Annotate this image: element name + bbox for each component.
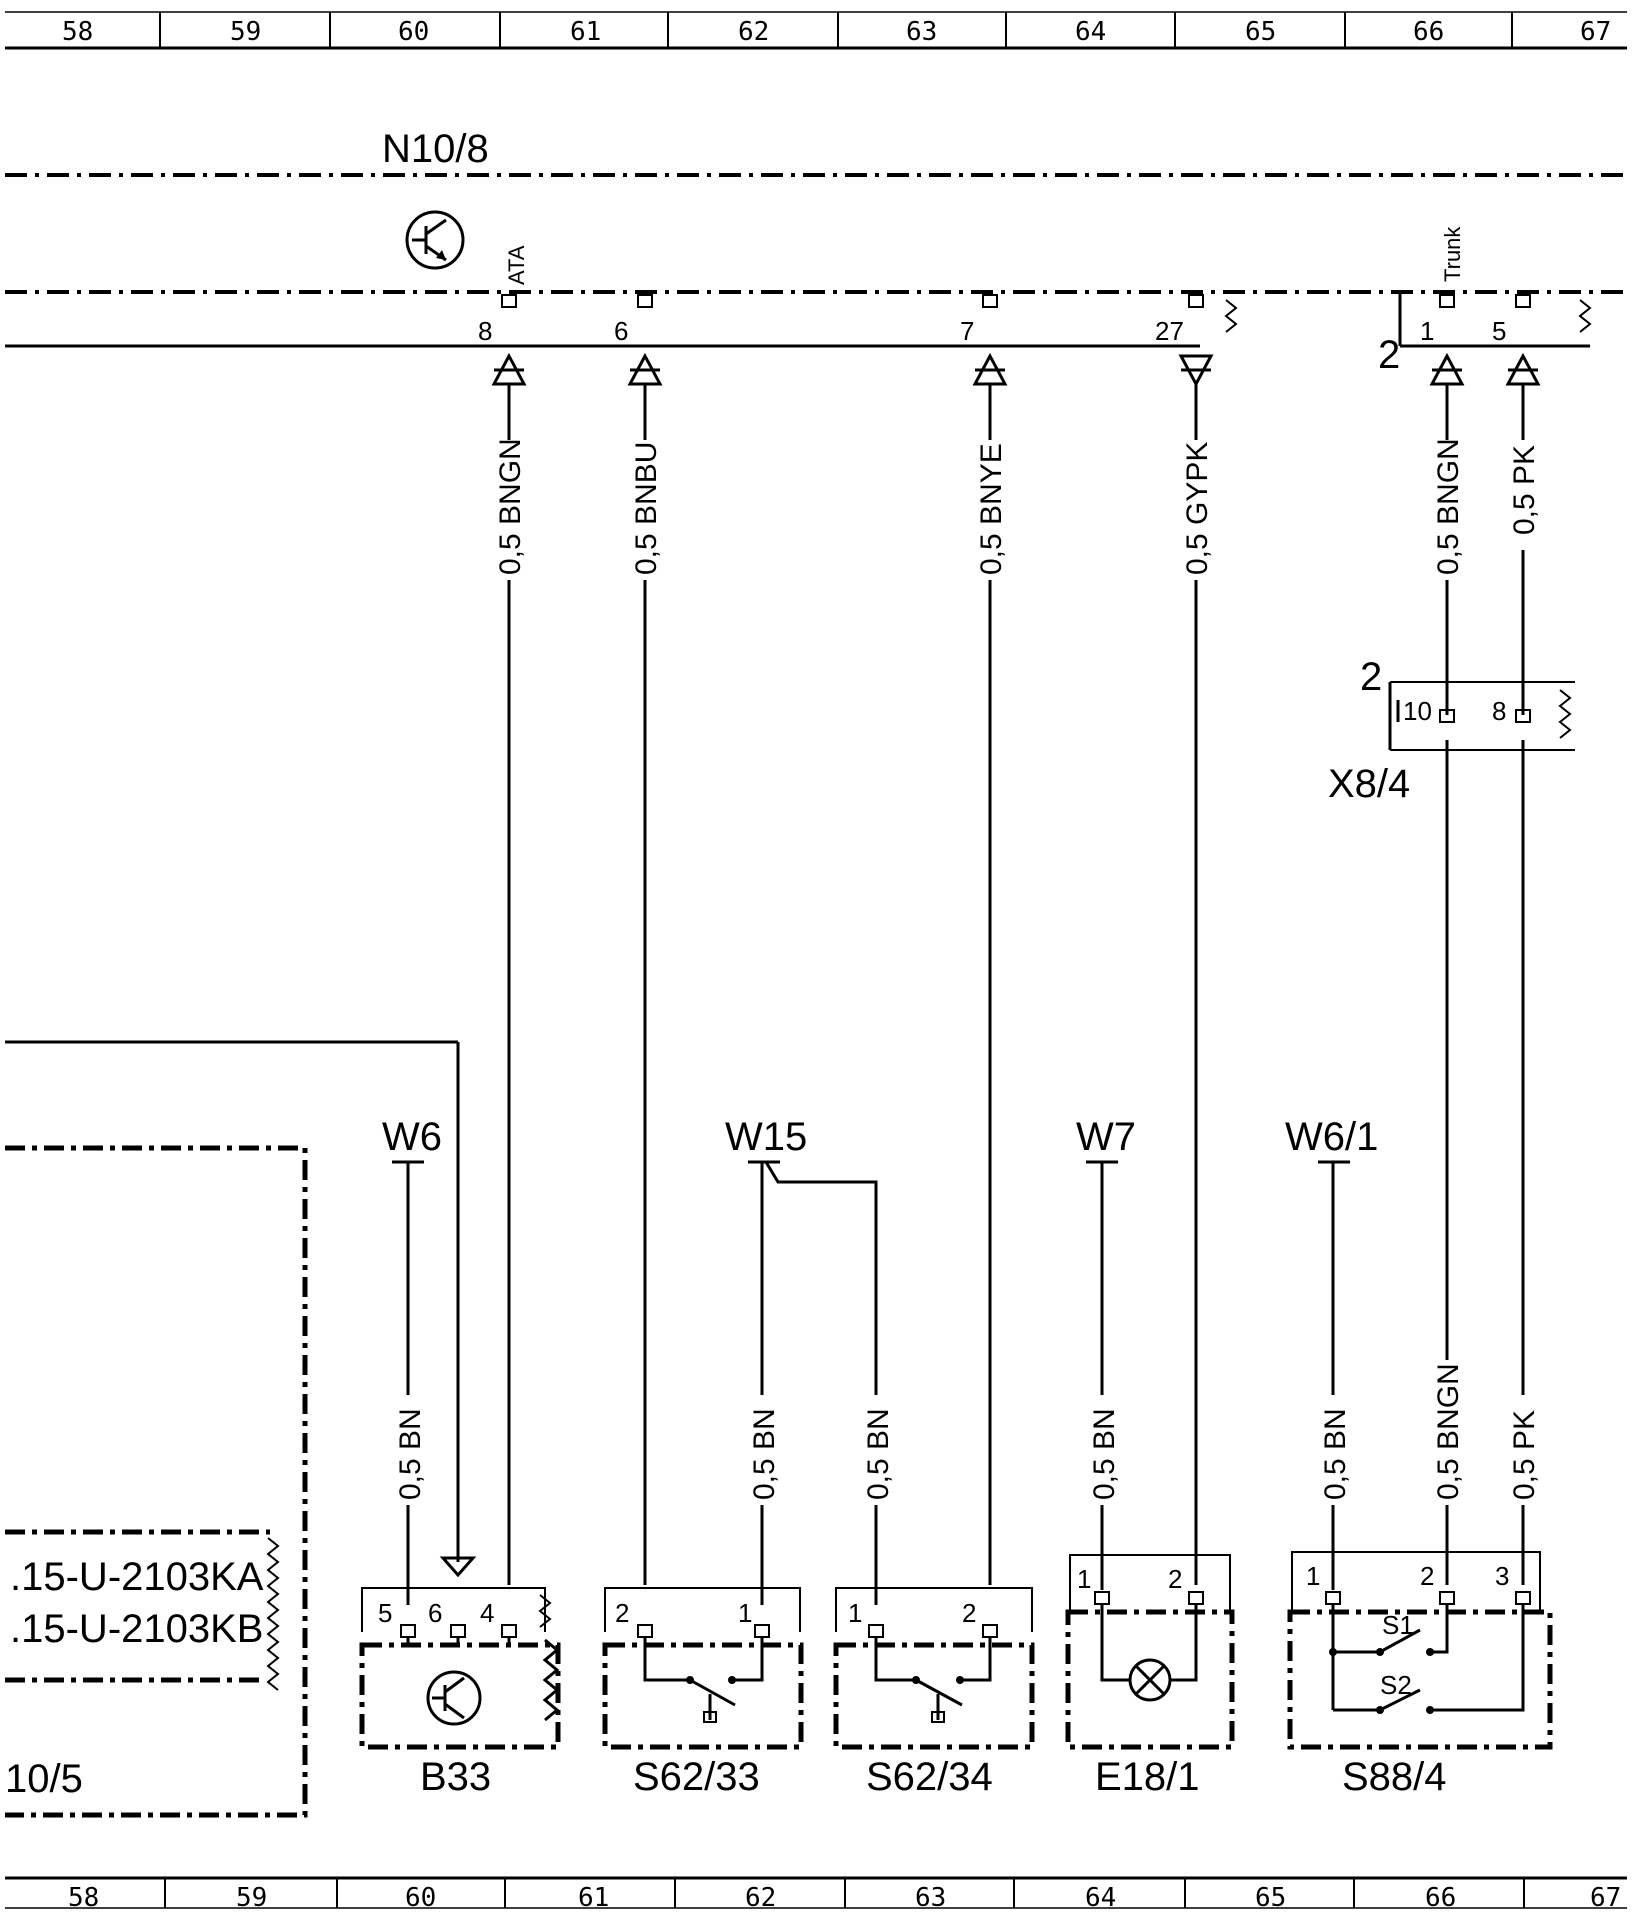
b33-pin-5: 5 [378,1598,392,1628]
s88-4-switch-s1: S1 [1382,1610,1414,1640]
bottom-ruler-63: 63 [915,1883,946,1913]
wire-label-bnbu: 0,5 BNBU [630,442,663,575]
top-ruler-65: 65 [1245,17,1276,47]
module-pin-terminals [501,294,1531,308]
component-s62-34: 1 2 S62/34 [833,1587,1035,1799]
ground-w7: W7 [1076,1115,1136,1159]
top-ruler-58: 58 [62,17,93,47]
top-ruler-60: 60 [398,17,429,47]
top-ruler-62: 62 [738,17,769,47]
wire-label-bn-w7: 0,5 BN [1088,1408,1121,1500]
squiggle-icon [1578,299,1592,333]
s88-4-pin-3: 3 [1495,1561,1509,1591]
s62-34-pin-2: 2 [962,1598,976,1628]
wire-label-bngn-2: 0,5 BNGN [1432,438,1465,575]
b33-name: B33 [420,1755,491,1799]
bottom-ruler-60: 60 [405,1883,436,1913]
left-box-line2: .15-U-2103KB [10,1607,263,1651]
wire-label-bnye: 0,5 BNYE [975,443,1008,575]
connector-x8-4-name: X8/4 [1328,762,1410,806]
ground-w15: W15 [725,1115,807,1159]
b33-pin-4: 4 [480,1598,494,1628]
s88-4-name: S88/4 [1342,1755,1447,1799]
wire-label-bngn-lower: 0,5 BNGN [1432,1363,1465,1500]
wire-label-bn-w15b: 0,5 BN [862,1408,895,1500]
squiggle-icon [1224,299,1238,333]
ground-w6-1: W6/1 [1285,1115,1378,1159]
s62-34-pin-1: 1 [848,1598,862,1628]
wire-label-pk-1: 0,5 PK [1508,445,1541,535]
top-ruler-64: 64 [1075,17,1106,47]
left-feed-wire [5,1040,477,1578]
module-pin-1: 1 [1420,316,1434,346]
transistor-icon [426,1670,482,1726]
wire-label-bn-w15a: 0,5 BN [748,1408,781,1500]
top-ruler-66: 66 [1413,17,1444,47]
module-name: N10/8 [382,127,489,171]
s88-4-pin-2: 2 [1420,1561,1434,1591]
wire-label-gypk: 0,5 GYPK [1181,442,1214,575]
s62-33-pin-2: 2 [615,1598,629,1628]
connector-x8-4: 2 10 8 X8/4 [1328,655,1575,806]
bottom-ruler-58: 58 [68,1883,99,1913]
ata-label: ATA [504,245,529,285]
top-ruler: 58 59 60 61 62 63 64 65 66 67 [5,11,1627,50]
module-pin-5: 5 [1492,316,1506,346]
bottom-ruler-66: 66 [1425,1883,1456,1913]
module-pin-6: 6 [614,316,628,346]
squiggle-icon [542,1638,560,1722]
wire-label-bngn-1: 0,5 BNGN [494,438,527,575]
component-e18-1: 1 2 E18/1 [1065,1554,1235,1799]
connector-x8-4-pin-8: 8 [1492,696,1506,726]
squiggle-icon [266,1537,280,1691]
module-n10-8: N10/8 ATA Trunk 8 6 7 27 [5,127,1627,377]
component-s62-33: 2 1 S62/33 [602,1587,804,1799]
connector-x8-4-pin-10: 10 [1403,696,1432,726]
top-ruler-63: 63 [906,17,937,47]
bottom-ruler-62: 62 [745,1883,776,1913]
left-component-box: .15-U-2103KA .15-U-2103KB 10/5 [5,1145,308,1818]
left-box-line1: .15-U-2103KA [10,1555,264,1599]
component-s88-4: 1 2 3 S1 S2 S88/4 [1287,1551,1553,1799]
module-pin-7: 7 [960,316,974,346]
bottom-ruler-65: 65 [1255,1883,1286,1913]
s62-33-pin-1: 1 [738,1598,752,1628]
s88-4-switch-s2: S2 [1380,1670,1412,1700]
bottom-ruler-59: 59 [236,1883,267,1913]
grounds: W6 W15 W7 W6/1 [382,1115,1378,1605]
ground-w6: W6 [382,1115,442,1159]
lamp-icon [1128,1658,1172,1702]
top-ruler-67: 67 [1580,17,1611,47]
bottom-ruler-61: 61 [578,1883,609,1913]
module-pin-8: 8 [478,316,492,346]
s62-34-name: S62/34 [866,1755,993,1799]
component-b33: 5 6 4 B33 [359,1587,561,1799]
ground-wire-labels: 0,5 BN 0,5 BN 0,5 BN 0,5 BN 0,5 BN 0,5 B… [390,1360,1542,1505]
squiggle-icon [1558,689,1572,739]
connector-x8-4-side: 2 [1360,655,1382,699]
bottom-ruler-64: 64 [1085,1883,1116,1913]
module-sub-connector: 2 [1378,333,1400,377]
wire-labels: 0,5 BNGN 0,5 BNBU 0,5 BNYE 0,5 GYPK 0,5 … [490,438,1542,580]
b33-pin-6: 6 [428,1598,442,1628]
left-box-label: 10/5 [5,1757,83,1801]
bottom-ruler-67: 67 [1590,1883,1621,1913]
s62-33-name: S62/33 [633,1755,760,1799]
wire-label-bn-w6-1: 0,5 BN [1319,1408,1352,1500]
s88-4-pin-1: 1 [1306,1561,1320,1591]
e18-1-name: E18/1 [1095,1755,1200,1799]
e18-1-pin-1: 1 [1077,1564,1091,1594]
bottom-ruler: 58 59 60 61 62 63 64 65 66 67 [5,1876,1627,1913]
module-pin-27: 27 [1155,316,1184,346]
top-ruler-61: 61 [570,17,601,47]
wire-label-pk-lower: 0,5 PK [1508,1410,1541,1500]
squiggle-icon [538,1594,552,1628]
e18-1-pin-2: 2 [1168,1564,1182,1594]
trunk-label: Trunk [1440,226,1465,282]
wire-label-bn-w6: 0,5 BN [394,1408,427,1500]
top-ruler-59: 59 [230,17,261,47]
transistor-icon [405,210,465,270]
